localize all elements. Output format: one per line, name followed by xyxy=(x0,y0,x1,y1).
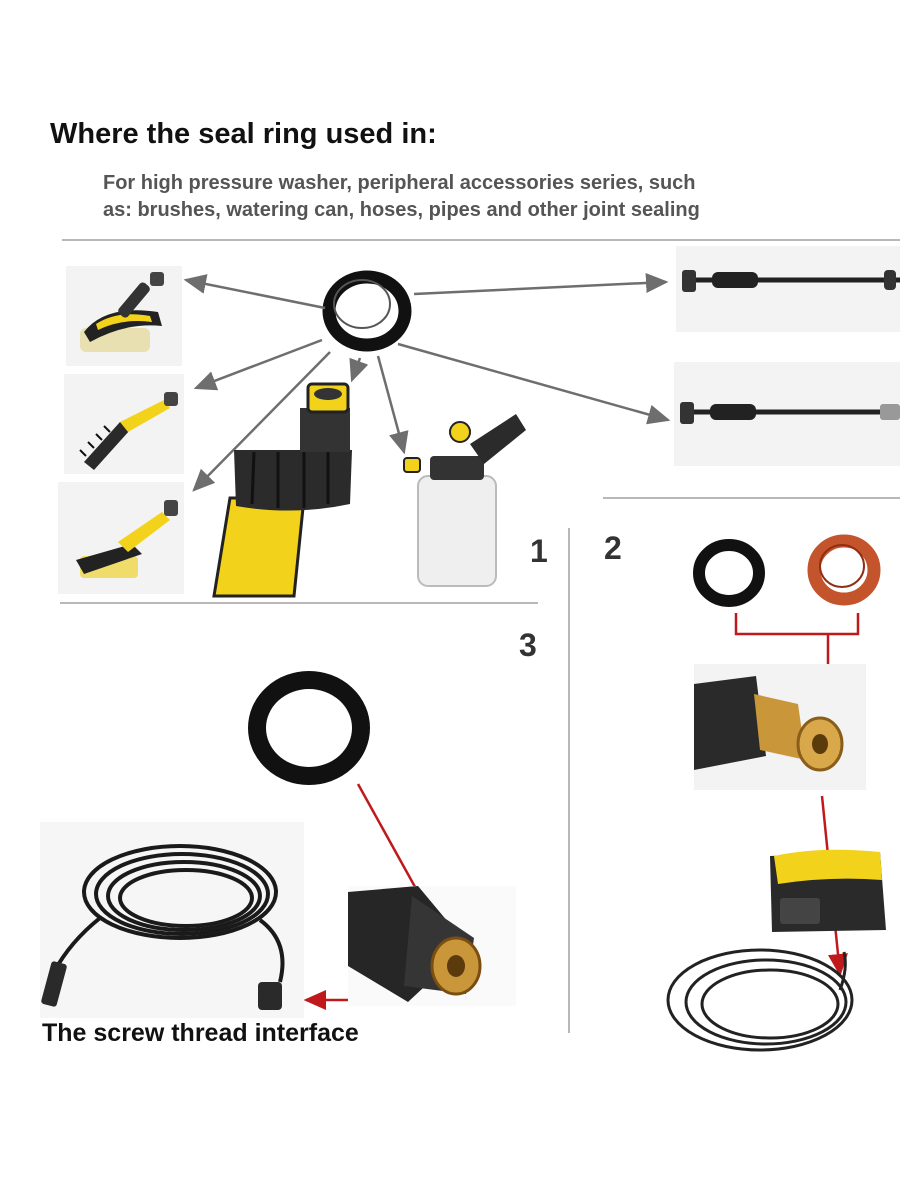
subtitle-line-1: For high pressure washer, peripheral acc… xyxy=(103,172,696,194)
connector-panel xyxy=(694,664,866,790)
spray-lance-icon xyxy=(682,270,900,292)
wash-brush-icon xyxy=(76,500,178,578)
right-divider xyxy=(603,497,900,499)
top-divider xyxy=(62,239,900,241)
threaded-fitting-icon xyxy=(348,886,482,1002)
brass-connector-icon xyxy=(694,676,844,772)
seal-ring-icon xyxy=(322,270,412,352)
hose-coupling-icon xyxy=(212,382,352,598)
seal-ring-icon xyxy=(693,539,765,607)
section-number-2: 2 xyxy=(604,530,622,566)
middle-divider xyxy=(60,602,538,604)
gray-arrows xyxy=(183,272,671,492)
subtitle-line-2: as: brushes, watering can, hoses, pipes … xyxy=(103,199,700,221)
wash-brush-icon xyxy=(80,272,164,352)
red-seal-ring-icon xyxy=(807,534,881,606)
vertical-divider xyxy=(568,528,570,1033)
page-title: Where the seal ring used in: xyxy=(50,118,437,150)
brush-panel-1 xyxy=(66,266,182,366)
lance-panel-2 xyxy=(674,362,900,466)
section-number-1: 1 xyxy=(530,533,548,569)
brush-panel-2 xyxy=(64,374,184,474)
lance-panel-1 xyxy=(676,246,900,332)
coiled-hose-icon xyxy=(41,844,285,1010)
section-number-3: 3 xyxy=(519,627,537,663)
wash-brush-icon xyxy=(79,392,178,470)
foam-bottle-icon xyxy=(403,414,526,587)
hose-panel xyxy=(40,822,304,1018)
brush-panel-3 xyxy=(58,482,184,594)
pressure-washer-icon xyxy=(666,849,886,1052)
seal-ring-icon xyxy=(248,671,370,785)
screw-thread-caption: The screw thread interface xyxy=(42,1019,359,1047)
fitting-panel xyxy=(348,886,516,1006)
spray-lance-icon xyxy=(680,402,900,424)
